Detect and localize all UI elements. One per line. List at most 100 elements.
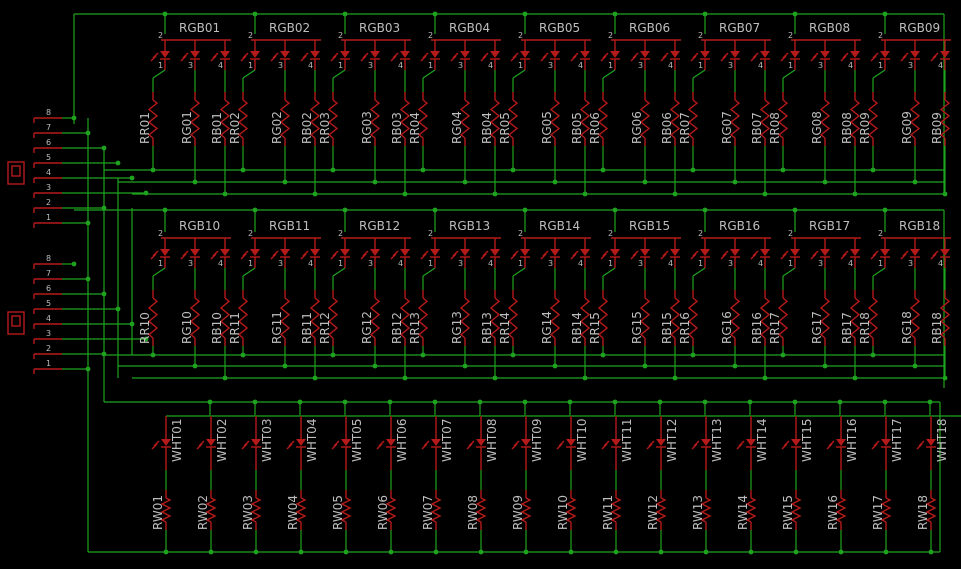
emission-arrow	[390, 253, 397, 260]
resistor-rg05	[549, 92, 561, 146]
diode-triangle	[280, 51, 290, 58]
resistor-zigzag	[925, 497, 937, 523]
emission-arrow	[900, 253, 907, 260]
resistor-zigzag	[597, 297, 609, 339]
resistor-zigzag	[939, 297, 951, 339]
diode-triangle	[161, 439, 171, 446]
rgb-led-rgb11-red	[240, 238, 260, 268]
wire-segment	[152, 267, 166, 277]
resistor-zigzag	[790, 497, 802, 523]
rgb-pin-label: 3	[548, 259, 553, 268]
resistor-label-rg07: RG07	[720, 111, 734, 144]
resistor-zigzag	[327, 297, 339, 339]
rgb-pin-label: 3	[278, 61, 283, 70]
emission-arrow	[600, 55, 607, 62]
resistor-rr16	[687, 290, 699, 346]
junction-dot	[883, 549, 889, 555]
resistor-rr13	[417, 290, 429, 346]
rgb-led-rgb04-blue	[480, 40, 500, 70]
wire-segment	[872, 69, 886, 79]
resistor-rw12	[655, 490, 667, 530]
rgb-led-rgb08-red	[780, 40, 800, 70]
diode-triangle	[190, 51, 200, 58]
emission-arrow	[828, 440, 835, 447]
resistor-rb03	[399, 92, 411, 146]
junction-dot	[71, 261, 77, 267]
resistor-label-rb13: RB13	[480, 312, 494, 344]
diode-triangle	[700, 51, 710, 58]
resistor-rw05	[340, 490, 352, 530]
resistor-zigzag	[189, 297, 201, 339]
resistor-label-rr10: RR10	[138, 312, 152, 344]
resistor-label-rg15: RG15	[630, 311, 644, 344]
resistor-zigzag	[777, 297, 789, 339]
components-layer	[7, 39, 951, 530]
emission-arrow	[660, 253, 667, 260]
white-led-label-wht13: WHT13	[710, 419, 724, 463]
emission-arrow	[288, 440, 295, 447]
resistor-zigzag	[777, 99, 789, 139]
resistor-zigzag	[639, 99, 651, 139]
diode-triangle	[850, 249, 860, 256]
resistor-label-rr06: RR06	[588, 112, 602, 144]
white-led-label-wht14: WHT14	[755, 419, 769, 463]
rgb-led-rgb02-red	[240, 40, 260, 70]
diode-triangle	[370, 249, 380, 256]
rgb-led-rgb02-blue	[300, 40, 320, 70]
diode-triangle	[296, 439, 306, 446]
junction-dot	[838, 549, 844, 555]
diode-triangle	[670, 249, 680, 256]
rgb-led-rgb03-green	[360, 40, 380, 70]
junction-dot	[115, 160, 121, 166]
emission-arrow	[300, 55, 307, 62]
white-led-label-wht10: WHT10	[575, 419, 589, 463]
emission-arrow	[513, 440, 520, 447]
emission-arrow	[376, 443, 383, 450]
resistor-rr08	[777, 92, 789, 146]
rgb-pin-label: 2	[248, 31, 253, 40]
resistor-zigzag	[385, 497, 397, 523]
white-led-wht04	[286, 416, 306, 470]
resistor-zigzag	[669, 99, 681, 139]
emission-arrow	[602, 52, 609, 59]
resistor-rr18	[867, 290, 879, 346]
resistor-label-rg12: RG12	[360, 311, 374, 344]
resistor-label-rw15: RW15	[781, 495, 795, 530]
emission-arrow	[570, 55, 577, 62]
rgb-pin-label: 3	[458, 259, 463, 268]
emission-arrow	[210, 253, 217, 260]
emission-arrow	[511, 443, 518, 450]
rgb-led-rgb09-red	[870, 40, 890, 70]
diode-triangle	[460, 51, 470, 58]
resistor-zigzag	[205, 497, 217, 523]
emission-arrow	[330, 55, 337, 62]
diode-triangle	[550, 51, 560, 58]
diode-triangle	[611, 439, 621, 446]
rgb-led-rgb14-red	[510, 238, 530, 268]
diode-triangle	[220, 249, 230, 256]
diode-triangle	[550, 249, 560, 256]
resistor-rb17	[849, 290, 861, 346]
wire-segment	[872, 267, 886, 277]
connector-pin-label-6: 6	[46, 138, 51, 147]
emission-arrow	[840, 253, 847, 260]
diode-triangle	[160, 249, 170, 256]
rgb-pin-label: 2	[878, 31, 883, 40]
resistor-zigzag	[189, 99, 201, 139]
emission-arrow	[450, 55, 457, 62]
diode-triangle	[251, 439, 261, 446]
emission-arrow	[153, 440, 160, 447]
resistor-label-rb05: RB05	[570, 112, 584, 144]
emission-arrow	[392, 250, 399, 257]
diode-triangle	[431, 439, 441, 446]
diode-triangle	[341, 439, 351, 446]
rgb-pin-label: 3	[368, 259, 373, 268]
emission-arrow	[480, 253, 487, 260]
resistor-zigzag	[489, 297, 501, 339]
diode-triangle	[746, 439, 756, 446]
resistor-rr03	[327, 92, 339, 146]
emission-arrow	[752, 250, 759, 257]
diode-triangle	[310, 51, 320, 58]
rgb-led-label-rgb17: RGB17	[809, 219, 850, 233]
rgb-led-rgb11-green	[270, 238, 290, 268]
